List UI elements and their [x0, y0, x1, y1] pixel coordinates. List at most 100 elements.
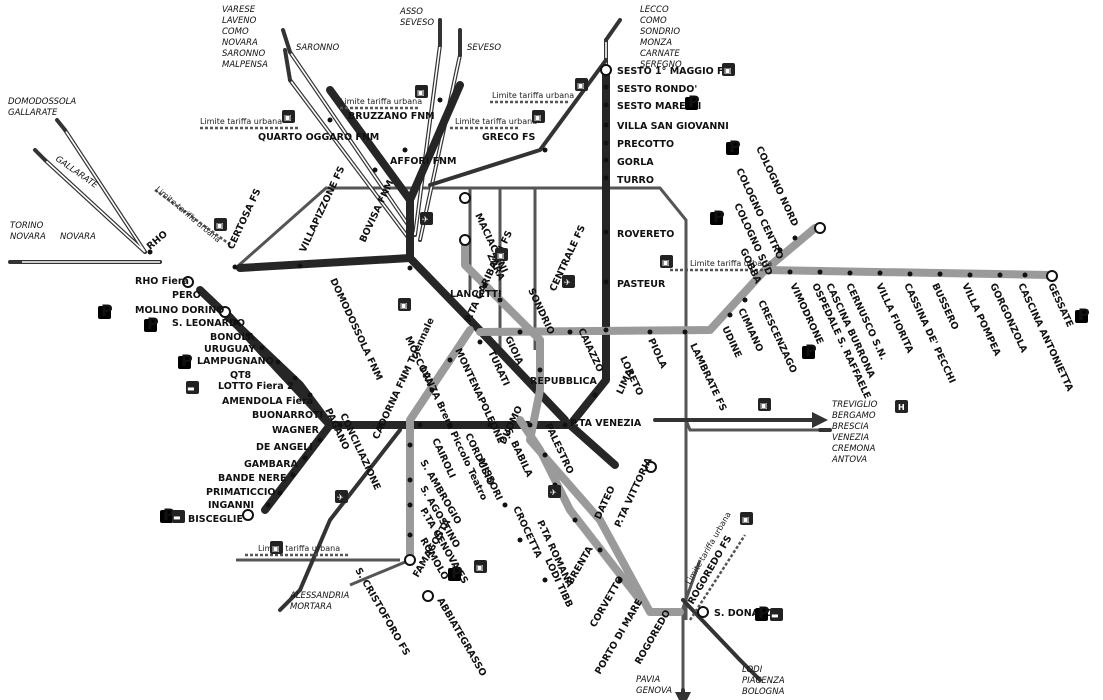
svg-text:✈: ✈: [550, 488, 557, 497]
svg-text:GENOVA: GENOVA: [636, 686, 672, 696]
train-icon: ▣: [474, 560, 487, 573]
svg-text:CERTOSA FS: CERTOSA FS: [226, 187, 264, 251]
svg-text:UDINE: UDINE: [719, 325, 743, 360]
parking-icon: [710, 207, 725, 226]
airport-icon: ✈: [548, 485, 561, 498]
fare-limit-label: Limite tariffa urbana: [200, 117, 282, 126]
svg-text:GESSATE: GESSATE: [1045, 282, 1075, 329]
parking-icon: [685, 92, 700, 111]
svg-text:▣: ▣: [476, 563, 484, 572]
svg-text:CASSINA DE' PECCHI: CASSINA DE' PECCHI: [901, 282, 957, 386]
dest-varese: VARESE: [222, 5, 256, 15]
airport-icon: ✈: [335, 490, 348, 503]
svg-text:DOMODOSSOLA FNM: DOMODOSSOLA FNM: [327, 277, 384, 383]
svg-text:BONOLA: BONOLA: [210, 332, 255, 343]
svg-text:▣: ▣: [662, 258, 670, 267]
fare-limit-label: Limite tariffa urbana: [455, 117, 537, 126]
parking-icon: [144, 314, 159, 333]
train-icon: ▣: [758, 398, 771, 411]
svg-text:COMO: COMO: [222, 27, 249, 37]
svg-text:DATEO: DATEO: [593, 484, 618, 521]
hospital-icon: H: [895, 400, 908, 413]
svg-text:MALPENSA: MALPENSA: [222, 60, 268, 70]
suburban-rail: [8, 18, 832, 700]
svg-text:P.TA VITTORIA: P.TA VITTORIA: [613, 456, 655, 530]
svg-text:ROGOREDO: ROGOREDO: [633, 608, 673, 666]
svg-text:BANDE NERE: BANDE NERE: [218, 473, 286, 484]
parking-icon: [98, 301, 113, 320]
svg-text:SEVESO: SEVESO: [400, 18, 434, 28]
svg-text:INGANNI: INGANNI: [208, 500, 254, 511]
parking-icon: [1075, 305, 1090, 324]
dest-novara: NOVARA: [60, 232, 96, 242]
station-dots: [147, 84, 1028, 583]
svg-text:▣: ▣: [400, 301, 408, 310]
svg-text:▣: ▣: [742, 515, 750, 524]
dest-seveso: SEVESO: [467, 43, 501, 53]
svg-text:CREMONA: CREMONA: [832, 444, 876, 454]
svg-text:ANTOVA: ANTOVA: [831, 455, 867, 465]
svg-text:✈: ✈: [337, 493, 344, 502]
destination-labels: VARESE LAVENO COMO NOVARA SARONNO MALPEN…: [8, 5, 878, 697]
dest-asso: ASSO: [399, 7, 423, 17]
line-m2: [406, 224, 1054, 616]
svg-text:BOLOGNA: BOLOGNA: [742, 687, 785, 697]
svg-text:S. LEONARDO: S. LEONARDO: [172, 318, 245, 329]
svg-text:✈: ✈: [422, 215, 429, 224]
svg-text:▣: ▣: [216, 221, 224, 230]
svg-text:PERO: PERO: [172, 290, 201, 301]
line-m3: [516, 416, 644, 604]
svg-text:AFFORI FNM: AFFORI FNM: [390, 156, 456, 167]
svg-text:LANCETTI: LANCETTI: [450, 289, 502, 300]
train-icon: ▣: [660, 255, 673, 268]
svg-text:CORVETTO: CORVETTO: [588, 574, 626, 629]
urban-fare-limits: [154, 100, 765, 621]
svg-text:✈: ✈: [564, 278, 571, 287]
svg-text:BRESCIA: BRESCIA: [832, 422, 869, 432]
svg-text:▣: ▣: [534, 113, 542, 122]
svg-text:GORLA: GORLA: [617, 157, 654, 168]
svg-text:LAMBRATE FS: LAMBRATE FS: [687, 342, 728, 414]
bus-icon: ▬: [186, 381, 199, 394]
fare-limit-label: Limite tariffa urbana: [258, 544, 340, 553]
svg-text:WAGNER: WAGNER: [272, 425, 320, 436]
svg-text:▣: ▣: [760, 401, 768, 410]
svg-text:CRESCENZAGO: CRESCENZAGO: [755, 299, 798, 375]
svg-text:VILLAPIZZONE FS: VILLAPIZZONE FS: [298, 164, 348, 254]
parking-icon: [178, 351, 193, 370]
svg-text:S. CRISTOFORO FS: S. CRISTOFORO FS: [352, 566, 411, 658]
dest-torino: TORINO: [10, 221, 44, 231]
svg-text:P.TA VENEZIA: P.TA VENEZIA: [570, 418, 642, 429]
svg-text:NOVARA: NOVARA: [10, 232, 46, 242]
svg-text:ABBIATEGRASSO: ABBIATEGRASSO: [434, 596, 488, 678]
svg-text:QUARTO OGGARO FNM: QUARTO OGGARO FNM: [258, 132, 379, 143]
svg-text:REPUBBLICA: REPUBBLICA: [530, 376, 598, 387]
svg-text:URUGUAY: URUGUAY: [204, 344, 255, 355]
bus-icon: ▬: [172, 510, 185, 523]
svg-text:BRUZZANO FNM: BRUZZANO FNM: [348, 111, 435, 122]
svg-text:VILLA SAN GIOVANNI: VILLA SAN GIOVANNI: [617, 121, 729, 132]
dest-domodossola: DOMODOSSOLA: [8, 97, 76, 107]
svg-text:▬: ▬: [771, 611, 779, 620]
parking-icon: [448, 563, 463, 582]
svg-text:SONDRIO: SONDRIO: [640, 27, 680, 37]
terminus-stations: [182, 64, 1058, 618]
svg-text:RHO Fiera: RHO Fiera: [135, 276, 189, 287]
svg-text:GRECO FS: GRECO FS: [482, 132, 535, 143]
train-icon: ▣: [532, 110, 545, 123]
svg-text:PIOLA: PIOLA: [645, 337, 669, 371]
airport-icon: ✈: [562, 275, 575, 288]
svg-text:PRIMATICCIO: PRIMATICCIO: [206, 487, 275, 498]
dest-saronno: SARONNO: [296, 43, 340, 53]
svg-text:▣: ▣: [724, 66, 732, 75]
fare-limit-label: Limite tariffa urbana: [340, 97, 422, 106]
svg-text:▣: ▣: [497, 251, 505, 260]
svg-text:QT8: QT8: [230, 370, 252, 381]
train-icon: ▣: [415, 85, 428, 98]
station-sesto1: SESTO 1° MAGGIO FS: [617, 66, 731, 77]
svg-text:AMENDOLA Fiera: AMENDOLA Fiera: [222, 396, 313, 407]
svg-text:PRECOTTO: PRECOTTO: [617, 139, 674, 150]
airport-icon: ✈: [420, 212, 433, 225]
svg-text:CARNATE: CARNATE: [640, 49, 680, 59]
